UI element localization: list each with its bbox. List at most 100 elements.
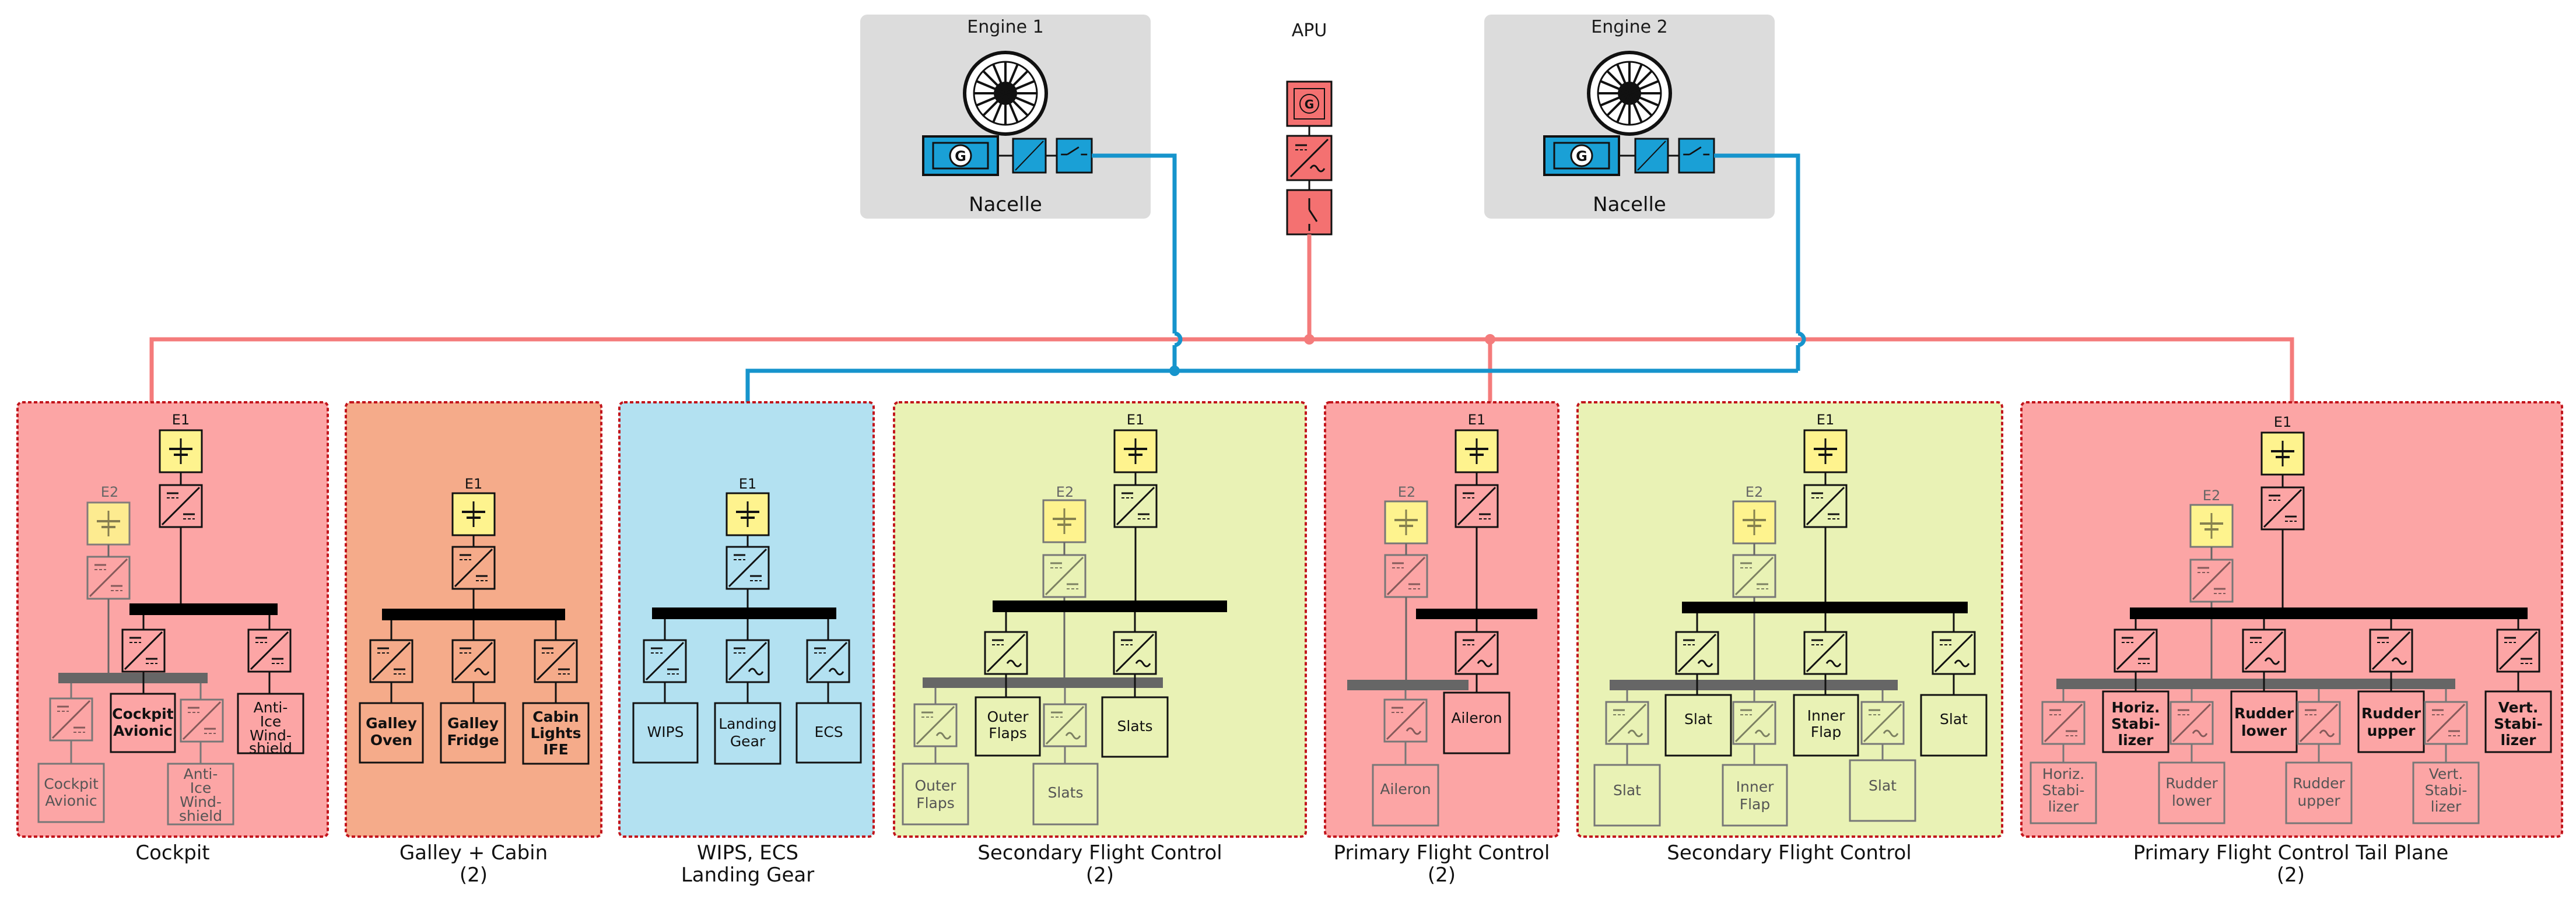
- svg-text:lizer: lizer: [2048, 798, 2079, 815]
- svg-text:Horiz.: Horiz.: [2111, 699, 2160, 716]
- section-secondary-flight-control: Secondary Flight Control E1 E2 Slat Inne…: [1576, 401, 2003, 865]
- svg-text:Avionic: Avionic: [45, 792, 97, 809]
- hvdc-red-bus: [149, 234, 2294, 402]
- svg-text:Inner: Inner: [1807, 707, 1845, 724]
- svg-text:Stabi-: Stabi-: [2494, 715, 2543, 732]
- backup-load: [1722, 764, 1788, 827]
- engine-2-nacelle: Engine 2 Nacelle G: [1484, 15, 1775, 219]
- e2-tag: E2: [1398, 484, 1415, 500]
- e1-tag: E1: [172, 412, 190, 428]
- svg-text:Slat: Slat: [1940, 711, 1968, 728]
- engine-2-nacelle-caption: Nacelle: [1593, 193, 1666, 216]
- svg-text:Wind-: Wind-: [180, 793, 222, 810]
- switch-icon: [1056, 138, 1093, 174]
- load-galley-oven: [359, 702, 424, 764]
- svg-text:Flap: Flap: [1740, 796, 1771, 813]
- svg-text:G: G: [1305, 97, 1314, 111]
- svg-text:Slat: Slat: [1613, 782, 1641, 799]
- svg-text:Rudder: Rudder: [2165, 775, 2218, 792]
- bus-bar: [1682, 602, 1968, 613]
- backup-load: [37, 763, 105, 823]
- e1-tag: E1: [465, 476, 482, 492]
- engine-1-title: Engine 1: [967, 17, 1043, 37]
- section-label: Primary Flight Control: [1334, 841, 1550, 865]
- svg-text:Flaps: Flaps: [916, 795, 955, 812]
- backup-load: [1032, 763, 1099, 826]
- svg-text:Horiz.: Horiz.: [2042, 765, 2084, 782]
- section-label: Secondary Flight Control: [977, 841, 1222, 865]
- e1-tag: E1: [1817, 412, 1834, 428]
- svg-text:Outer: Outer: [987, 708, 1029, 725]
- svg-text:Fridge: Fridge: [447, 732, 499, 749]
- backup-load: [2158, 761, 2225, 824]
- svg-text:Slat: Slat: [1869, 777, 1897, 794]
- svg-text:Galley: Galley: [366, 715, 417, 732]
- svg-text:WIPS: WIPS: [647, 724, 684, 740]
- svg-text:Rudder: Rudder: [2361, 705, 2421, 722]
- section-galley-cabin: Galley + Cabin (2) E1 Galley Oven Galley…: [345, 401, 602, 887]
- svg-text:Aileron: Aileron: [1380, 781, 1431, 798]
- svg-text:Avionic: Avionic: [113, 722, 173, 739]
- section-sublabel: (2): [2277, 863, 2305, 887]
- load-vert-stabilizer: [2484, 690, 2552, 753]
- load-slat: [1920, 694, 1988, 757]
- apu-unit: APU G: [1286, 20, 1333, 236]
- engine-2-title: Engine 2: [1591, 17, 1667, 37]
- load-slats: [1101, 696, 1169, 758]
- junction-dot: [1485, 334, 1495, 345]
- bus-bar: [129, 603, 278, 615]
- svg-text:Rudder: Rudder: [2234, 705, 2294, 722]
- engine-blue-bus: [745, 153, 1806, 402]
- svg-text:shield: shield: [179, 807, 222, 824]
- section-sublabel: (2): [1428, 863, 1456, 887]
- load-horiz-stabilizer: [2102, 690, 2170, 753]
- svg-text:Galley: Galley: [447, 715, 499, 732]
- svg-text:Inner: Inner: [1736, 778, 1774, 795]
- bus-bar-backup: [1347, 680, 1469, 690]
- svg-text:Ice: Ice: [260, 713, 282, 730]
- load-rudder-upper: [2357, 690, 2425, 753]
- svg-text:lizer: lizer: [2431, 798, 2462, 815]
- section-sublabel: Landing Gear: [681, 863, 814, 887]
- section-wips-ecs: WIPS, ECS Landing Gear E1 WIPS Landing G…: [618, 401, 875, 887]
- section-primary-flight-control: Primary Flight Control (2) E1 E2 Aileron…: [1324, 401, 1559, 887]
- section-label: WIPS, ECS: [697, 841, 798, 865]
- svg-text:IFE: IFE: [543, 741, 568, 758]
- e2-tag: E2: [101, 484, 118, 500]
- svg-text:Wind-: Wind-: [250, 727, 292, 744]
- e1-tag: E1: [2274, 414, 2291, 430]
- svg-text:Cabin: Cabin: [532, 708, 579, 725]
- svg-text:Stabi-: Stabi-: [2111, 715, 2160, 732]
- load-inner-flap: [1793, 694, 1859, 757]
- svg-text:G: G: [955, 148, 966, 164]
- bus-bar: [652, 607, 836, 619]
- backup-load: [167, 763, 234, 826]
- svg-text:Anti-: Anti-: [254, 699, 288, 716]
- e2-tag: E2: [1746, 484, 1763, 500]
- bus-bar-backup: [1610, 680, 1898, 690]
- section-label: Secondary Flight Control: [1667, 841, 1912, 865]
- svg-text:Cockpit: Cockpit: [44, 775, 99, 792]
- svg-text:Flap: Flap: [1811, 724, 1842, 740]
- svg-text:Rudder: Rudder: [2293, 775, 2345, 792]
- e2-tag: E2: [2203, 487, 2220, 504]
- section-label: Primary Flight Control Tail Plane: [2133, 841, 2449, 865]
- svg-text:Outer: Outer: [915, 777, 957, 794]
- backup-load: [2030, 761, 2097, 824]
- svg-text:Ice: Ice: [190, 779, 212, 796]
- svg-text:lower: lower: [2241, 722, 2287, 739]
- svg-text:Stabi-: Stabi-: [2425, 782, 2468, 799]
- turbofan-icon: [1587, 51, 1672, 136]
- turbofan-icon: [963, 51, 1048, 136]
- section-sublabel: (2): [460, 863, 488, 887]
- svg-text:Landing: Landing: [719, 715, 777, 732]
- svg-text:lizer: lizer: [2501, 732, 2537, 749]
- svg-text:Gear: Gear: [730, 733, 766, 750]
- bus-bar: [1416, 609, 1537, 619]
- svg-text:lizer: lizer: [2118, 732, 2154, 749]
- svg-text:Stabi-: Stabi-: [2042, 782, 2085, 799]
- backup-load: [2412, 761, 2480, 824]
- engine-1-nacelle: Engine 1 Nacelle G: [860, 15, 1151, 219]
- load-cockpit-avionic: [110, 693, 176, 753]
